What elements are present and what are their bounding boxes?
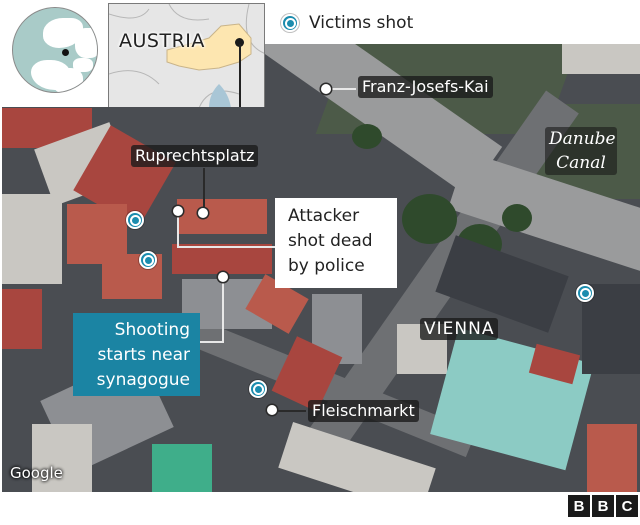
victim-marker-icon[interactable] [576,284,594,302]
bbc-logo: B B C [568,495,638,517]
bbc-logo-letter: B [592,495,614,517]
victim-marker-icon [281,14,299,32]
attacker-line2: shot dead [288,231,373,251]
header-right-panel [265,0,640,44]
ruprechtsplatz-dot[interactable] [198,208,208,218]
synagogue-dot[interactable] [218,272,228,282]
attacker-callout: Attacker shot dead by police [275,198,397,288]
austria-locator-map: AUSTRIA [108,3,265,107]
bbc-logo-letter: C [616,495,638,517]
shooting-line2: starts near [97,345,191,365]
attacker-leader-horizontal [177,246,275,248]
franz-josefs-kai-leader [326,88,356,90]
label-danube-line1: Danube [549,129,616,149]
legend: Victims shot [281,13,413,33]
franz-josefs-kai-dot[interactable] [321,84,331,94]
label-canal-line2: Canal [556,153,606,173]
label-fleischmarkt: Fleischmarkt [308,400,419,422]
shooting-leader-horizontal [199,341,224,343]
fleischmarkt-dot[interactable] [267,405,277,415]
ruprechtsplatz-leader [203,168,205,213]
label-ruprechtsplatz: Ruprechtsplatz [131,145,259,167]
attacker-location-dot[interactable] [173,206,183,216]
globe-locator [12,7,98,93]
shooting-line3: synagogue [96,370,190,390]
globe-location-dot [62,49,69,56]
attacker-leader-vertical [177,212,179,247]
bbc-logo-letter: B [568,495,590,517]
locator-leader-line [239,44,241,107]
label-vienna: VIENNA [420,318,499,340]
label-franz-josefs-kai: Franz-Josefs-Kai [358,76,493,98]
attacker-line3: by police [288,256,365,276]
legend-label: Victims shot [309,13,414,33]
fleischmarkt-leader [276,410,306,412]
attacker-line1: Attacker [288,206,360,226]
victim-marker-icon[interactable] [249,380,267,398]
shooting-leader-vertical [222,280,224,342]
google-attribution: Google [10,464,63,482]
victim-marker-icon[interactable] [126,211,144,229]
shooting-start-callout: Shooting starts near synagogue [73,313,200,396]
vienna-dot [235,38,244,47]
victim-marker-icon[interactable] [139,251,157,269]
shooting-line1: Shooting [114,320,190,340]
country-label: AUSTRIA [119,30,205,52]
label-danube-canal: Danube Canal [545,127,617,175]
